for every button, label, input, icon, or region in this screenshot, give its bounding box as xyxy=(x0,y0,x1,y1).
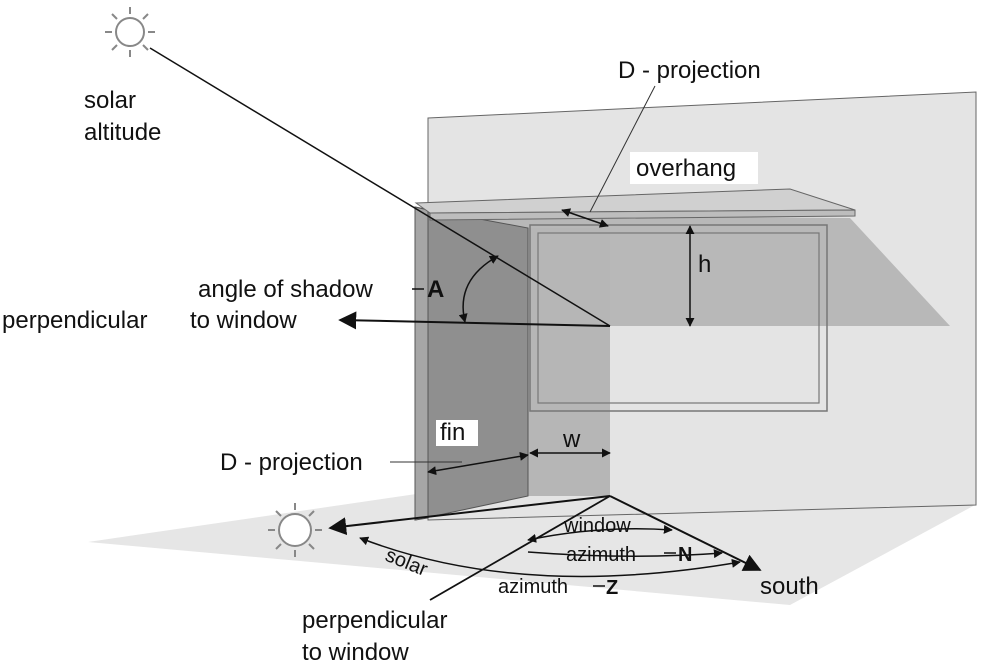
window-azimuth-symbol: N xyxy=(678,544,692,566)
d-projection-top-leader xyxy=(589,85,656,213)
perpendicular-arrow xyxy=(338,311,611,330)
perpendicular-bottom-label-2: to window xyxy=(302,639,409,666)
sun-icon xyxy=(268,503,322,557)
overhang-label: overhang xyxy=(636,155,736,182)
solar-direction-arrow xyxy=(328,495,611,536)
w-label: w xyxy=(562,426,581,453)
window-pane xyxy=(537,232,820,404)
angle-symbol-label: A xyxy=(427,276,444,303)
angle-of-shadow-label: angle of shadow xyxy=(198,276,373,303)
perpendicular-left-label-2: to window xyxy=(190,307,297,334)
window-frame xyxy=(529,224,828,412)
window-label: window xyxy=(563,515,631,537)
solar-azimuth-symbol: Z xyxy=(606,577,618,599)
fin-shadow xyxy=(528,228,610,496)
shadow-angle-arc xyxy=(458,255,499,323)
fin xyxy=(414,206,529,521)
fin-edge xyxy=(414,206,429,521)
d-projection-side-dim xyxy=(427,451,529,476)
solar-altitude-label-1: solar xyxy=(84,87,136,114)
fin-label-bg xyxy=(436,420,478,446)
d-projection-side-label: D - projection xyxy=(220,449,363,476)
solar-azimuth-arc xyxy=(359,536,741,578)
h-label: h xyxy=(698,251,711,278)
sun-icon xyxy=(105,7,155,57)
perpendicular-bottom-label-1: perpendicular xyxy=(302,607,447,634)
window-azimuth-label: azimuth xyxy=(566,544,636,566)
d-projection-top-label: D - projection xyxy=(618,57,761,84)
d-projection-top-dim xyxy=(561,208,609,228)
overhang-label-bg xyxy=(630,152,758,184)
sun-ray xyxy=(149,47,611,327)
fin-label: fin xyxy=(440,419,465,446)
south-label: south xyxy=(760,573,819,600)
solar-azimuth-label: azimuth xyxy=(498,576,568,598)
perpendicular-left-label: perpendicular xyxy=(2,307,147,334)
solar-altitude-label-2: altitude xyxy=(84,119,161,146)
